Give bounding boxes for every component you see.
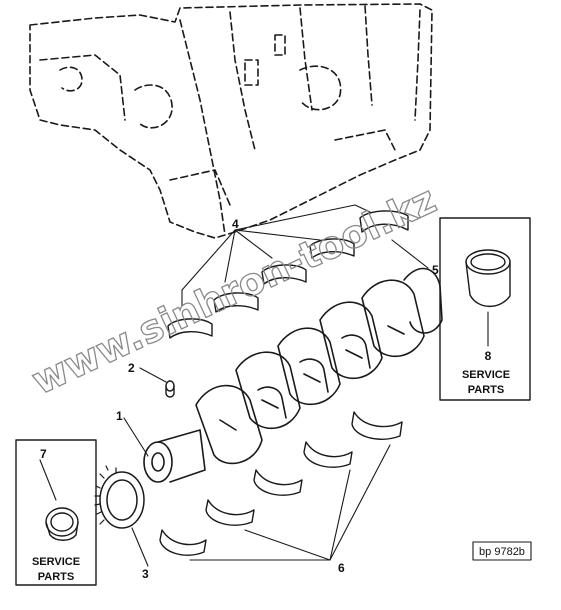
service-parts-box-left: 7 SERVICE PARTS <box>15 439 97 586</box>
reference-code: bp 9782b <box>472 541 532 561</box>
callout-leaders <box>39 204 489 567</box>
callout-1: 1 <box>116 409 123 423</box>
callout-3: 3 <box>142 567 149 581</box>
service-parts-label-right-line1: SERVICE <box>462 369 510 381</box>
bearing-shell <box>205 499 255 526</box>
bearing-shell <box>351 411 403 440</box>
bearing-shell <box>359 210 409 233</box>
service-parts-label-right-line2: PARTS <box>468 384 504 396</box>
bearing-shell <box>213 292 259 313</box>
seal-ring-left <box>45 507 79 541</box>
seal-ring-right <box>465 249 511 308</box>
bearing-shell <box>309 238 355 259</box>
callout-4: 4 <box>232 217 239 231</box>
callout-2: 2 <box>128 361 135 375</box>
engine-block-outline <box>29 3 433 239</box>
bearing-shell <box>303 441 353 468</box>
watermark-text: www.sinhron-tool.kz <box>25 177 442 403</box>
callout-7: 7 <box>40 447 47 461</box>
crankshaft-gear <box>94 465 145 529</box>
reference-code-text: bp 9782b <box>479 546 525 558</box>
callout-6: 6 <box>338 561 345 575</box>
lower-bearing-shells <box>159 411 403 556</box>
bearing-shell <box>253 469 303 496</box>
crankshaft <box>143 267 443 483</box>
callout-5: 5 <box>432 263 439 277</box>
bearing-shell <box>261 264 307 285</box>
callout-8: 8 <box>485 349 492 363</box>
service-parts-label-left-line2: PARTS <box>38 571 74 583</box>
service-parts-box-right: 8 SERVICE PARTS <box>439 217 531 401</box>
bearing-shell <box>159 529 207 556</box>
dowel-pin <box>165 380 175 398</box>
upper-bearing-shells <box>167 210 409 339</box>
bearing-shell <box>167 318 213 339</box>
service-parts-label-left-line1: SERVICE <box>32 556 80 568</box>
